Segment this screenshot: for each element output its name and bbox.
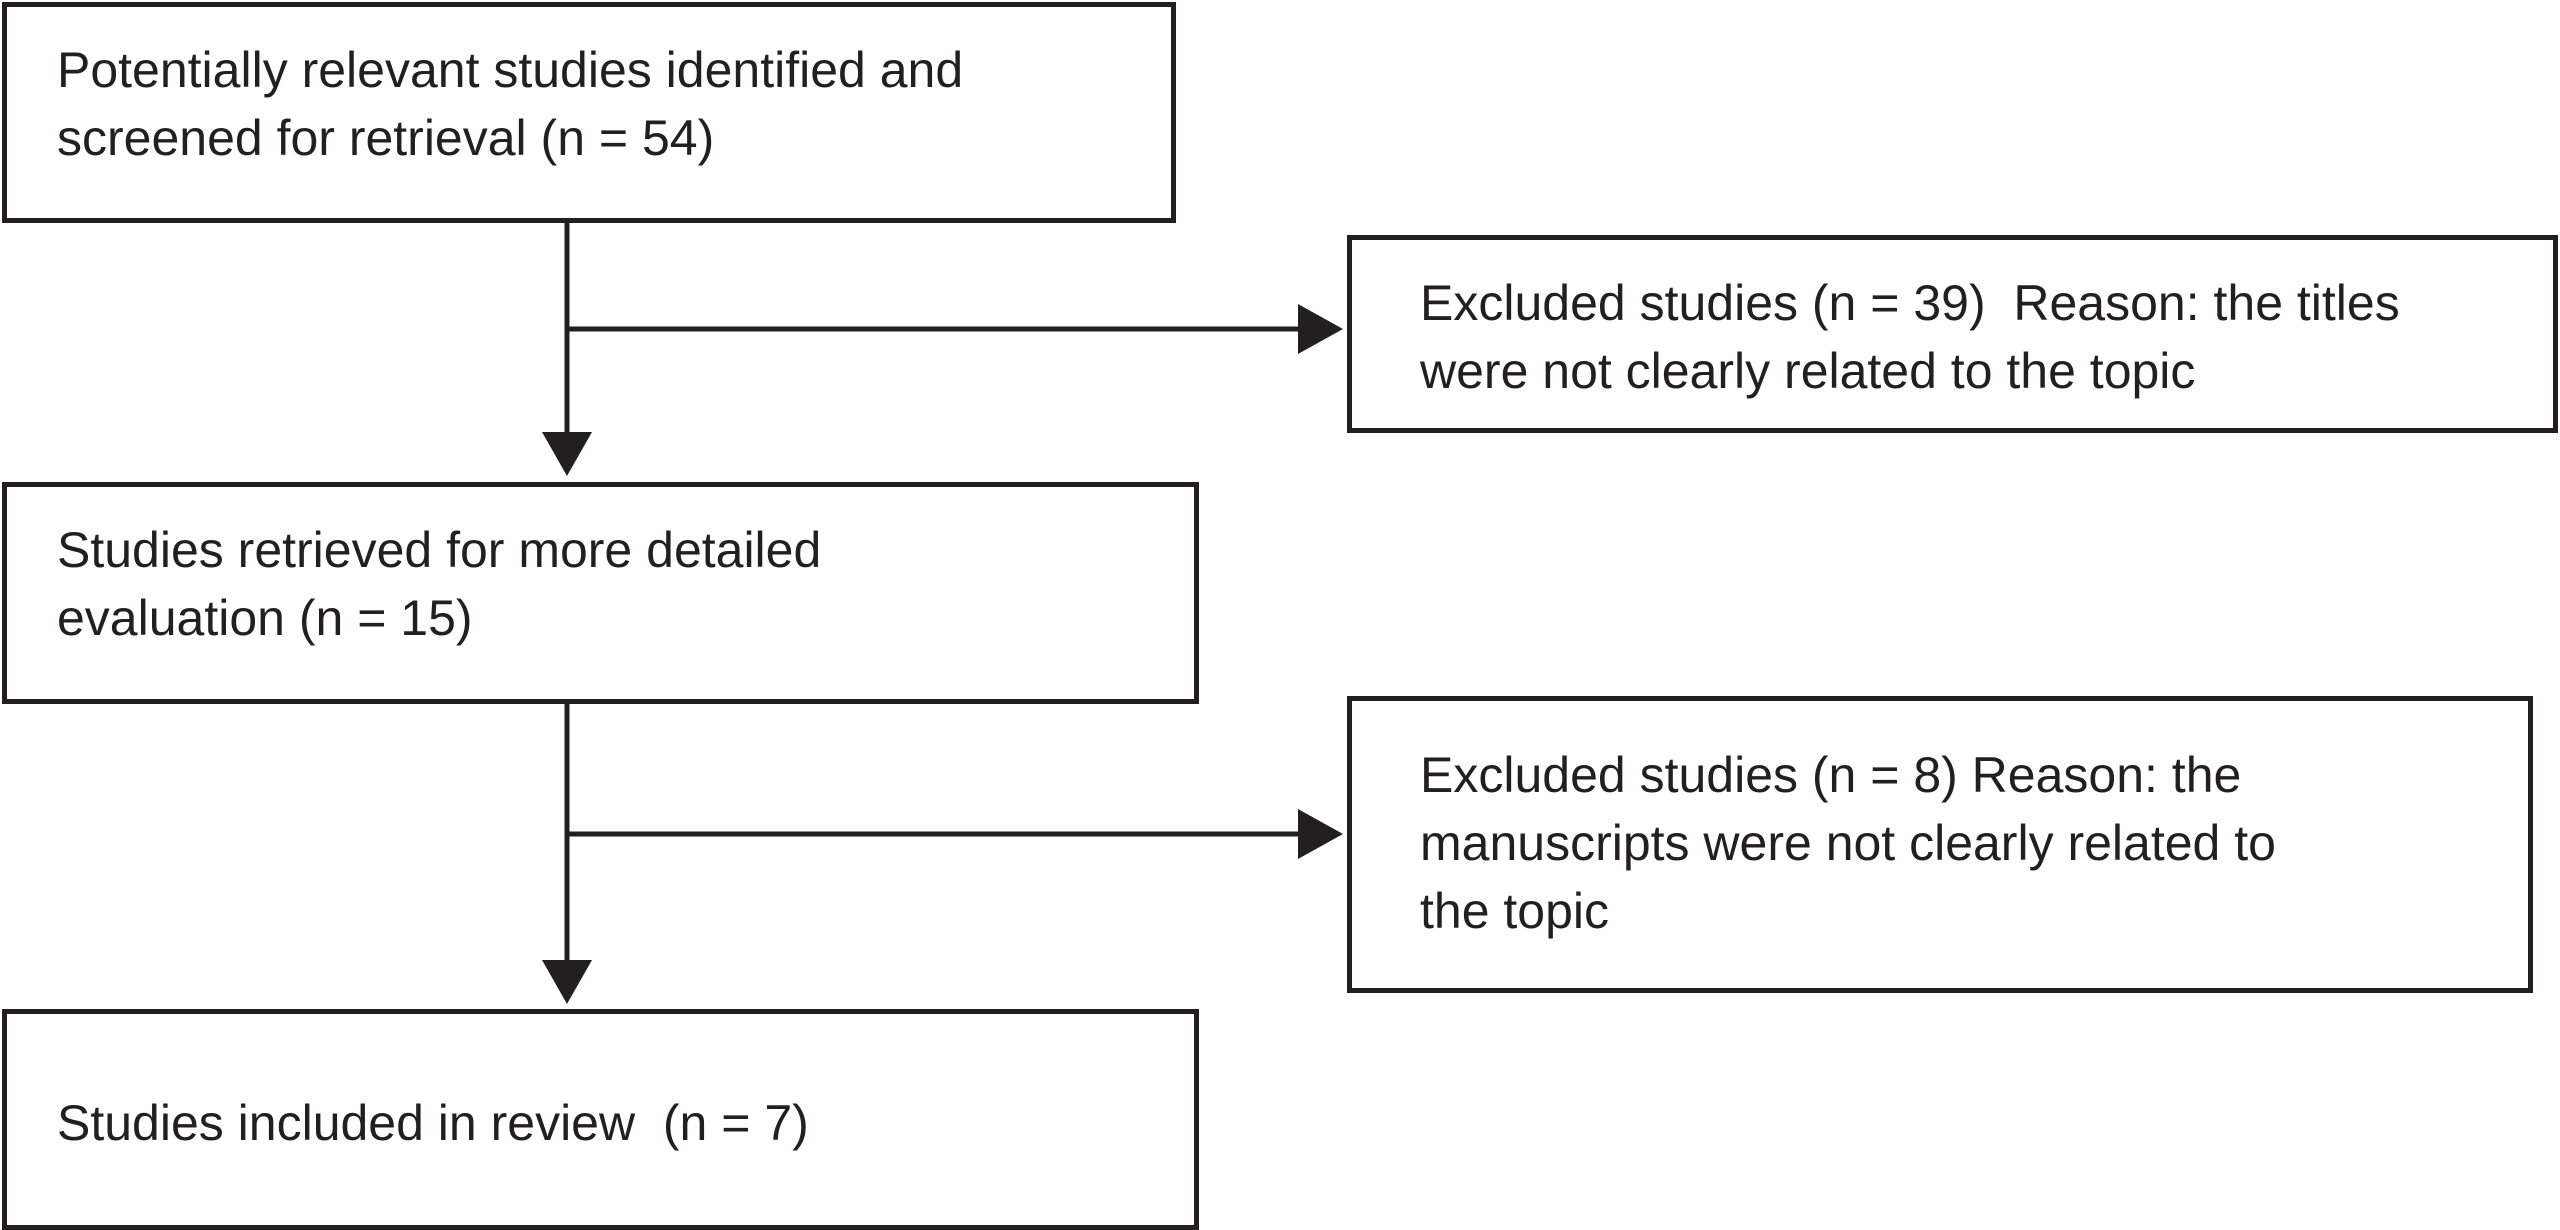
box-excluded-2-line-3: the topic xyxy=(1420,883,1610,939)
arrowhead-right-2 xyxy=(1298,809,1343,859)
box-identified-text: Potentially relevant studies identified … xyxy=(57,36,963,172)
box-identified-screened: Potentially relevant studies identified … xyxy=(2,2,1176,223)
box-included-line-1: Studies included in review (n = 7) xyxy=(57,1095,809,1151)
box-retrieved-evaluation: Studies retrieved for more detailed eval… xyxy=(2,482,1199,704)
box-included-text: Studies included in review (n = 7) xyxy=(57,1089,809,1157)
box-excluded-1-line-1: Excluded studies (n = 39) Reason: the ti… xyxy=(1420,275,2400,331)
box-included-review: Studies included in review (n = 7) xyxy=(2,1009,1199,1230)
arrowhead-down-1 xyxy=(542,432,592,476)
box-identified-line-1: Potentially relevant studies identified … xyxy=(57,42,964,98)
box-excluded-2-line-1: Excluded studies (n = 8) Reason: the xyxy=(1420,747,2242,803)
box-excluded-1-text: Excluded studies (n = 39) Reason: the ti… xyxy=(1420,269,2400,405)
arrowhead-down-2 xyxy=(542,960,592,1004)
arrowhead-right-1 xyxy=(1298,304,1343,354)
box-excluded-manuscripts: Excluded studies (n = 8) Reason: the man… xyxy=(1347,696,2533,993)
box-excluded-1-line-2: were not clearly related to the topic xyxy=(1420,343,2196,399)
box-retrieved-text: Studies retrieved for more detailed eval… xyxy=(57,516,821,652)
box-excluded-titles: Excluded studies (n = 39) Reason: the ti… xyxy=(1347,235,2558,433)
box-retrieved-line-1: Studies retrieved for more detailed xyxy=(57,522,822,578)
box-excluded-2-line-2: manuscripts were not clearly related to xyxy=(1420,815,2276,871)
box-identified-line-2: screened for retrieval (n = 54) xyxy=(57,110,715,166)
box-retrieved-line-2: evaluation (n = 15) xyxy=(57,590,473,646)
box-excluded-2-text: Excluded studies (n = 8) Reason: the man… xyxy=(1420,741,2276,945)
